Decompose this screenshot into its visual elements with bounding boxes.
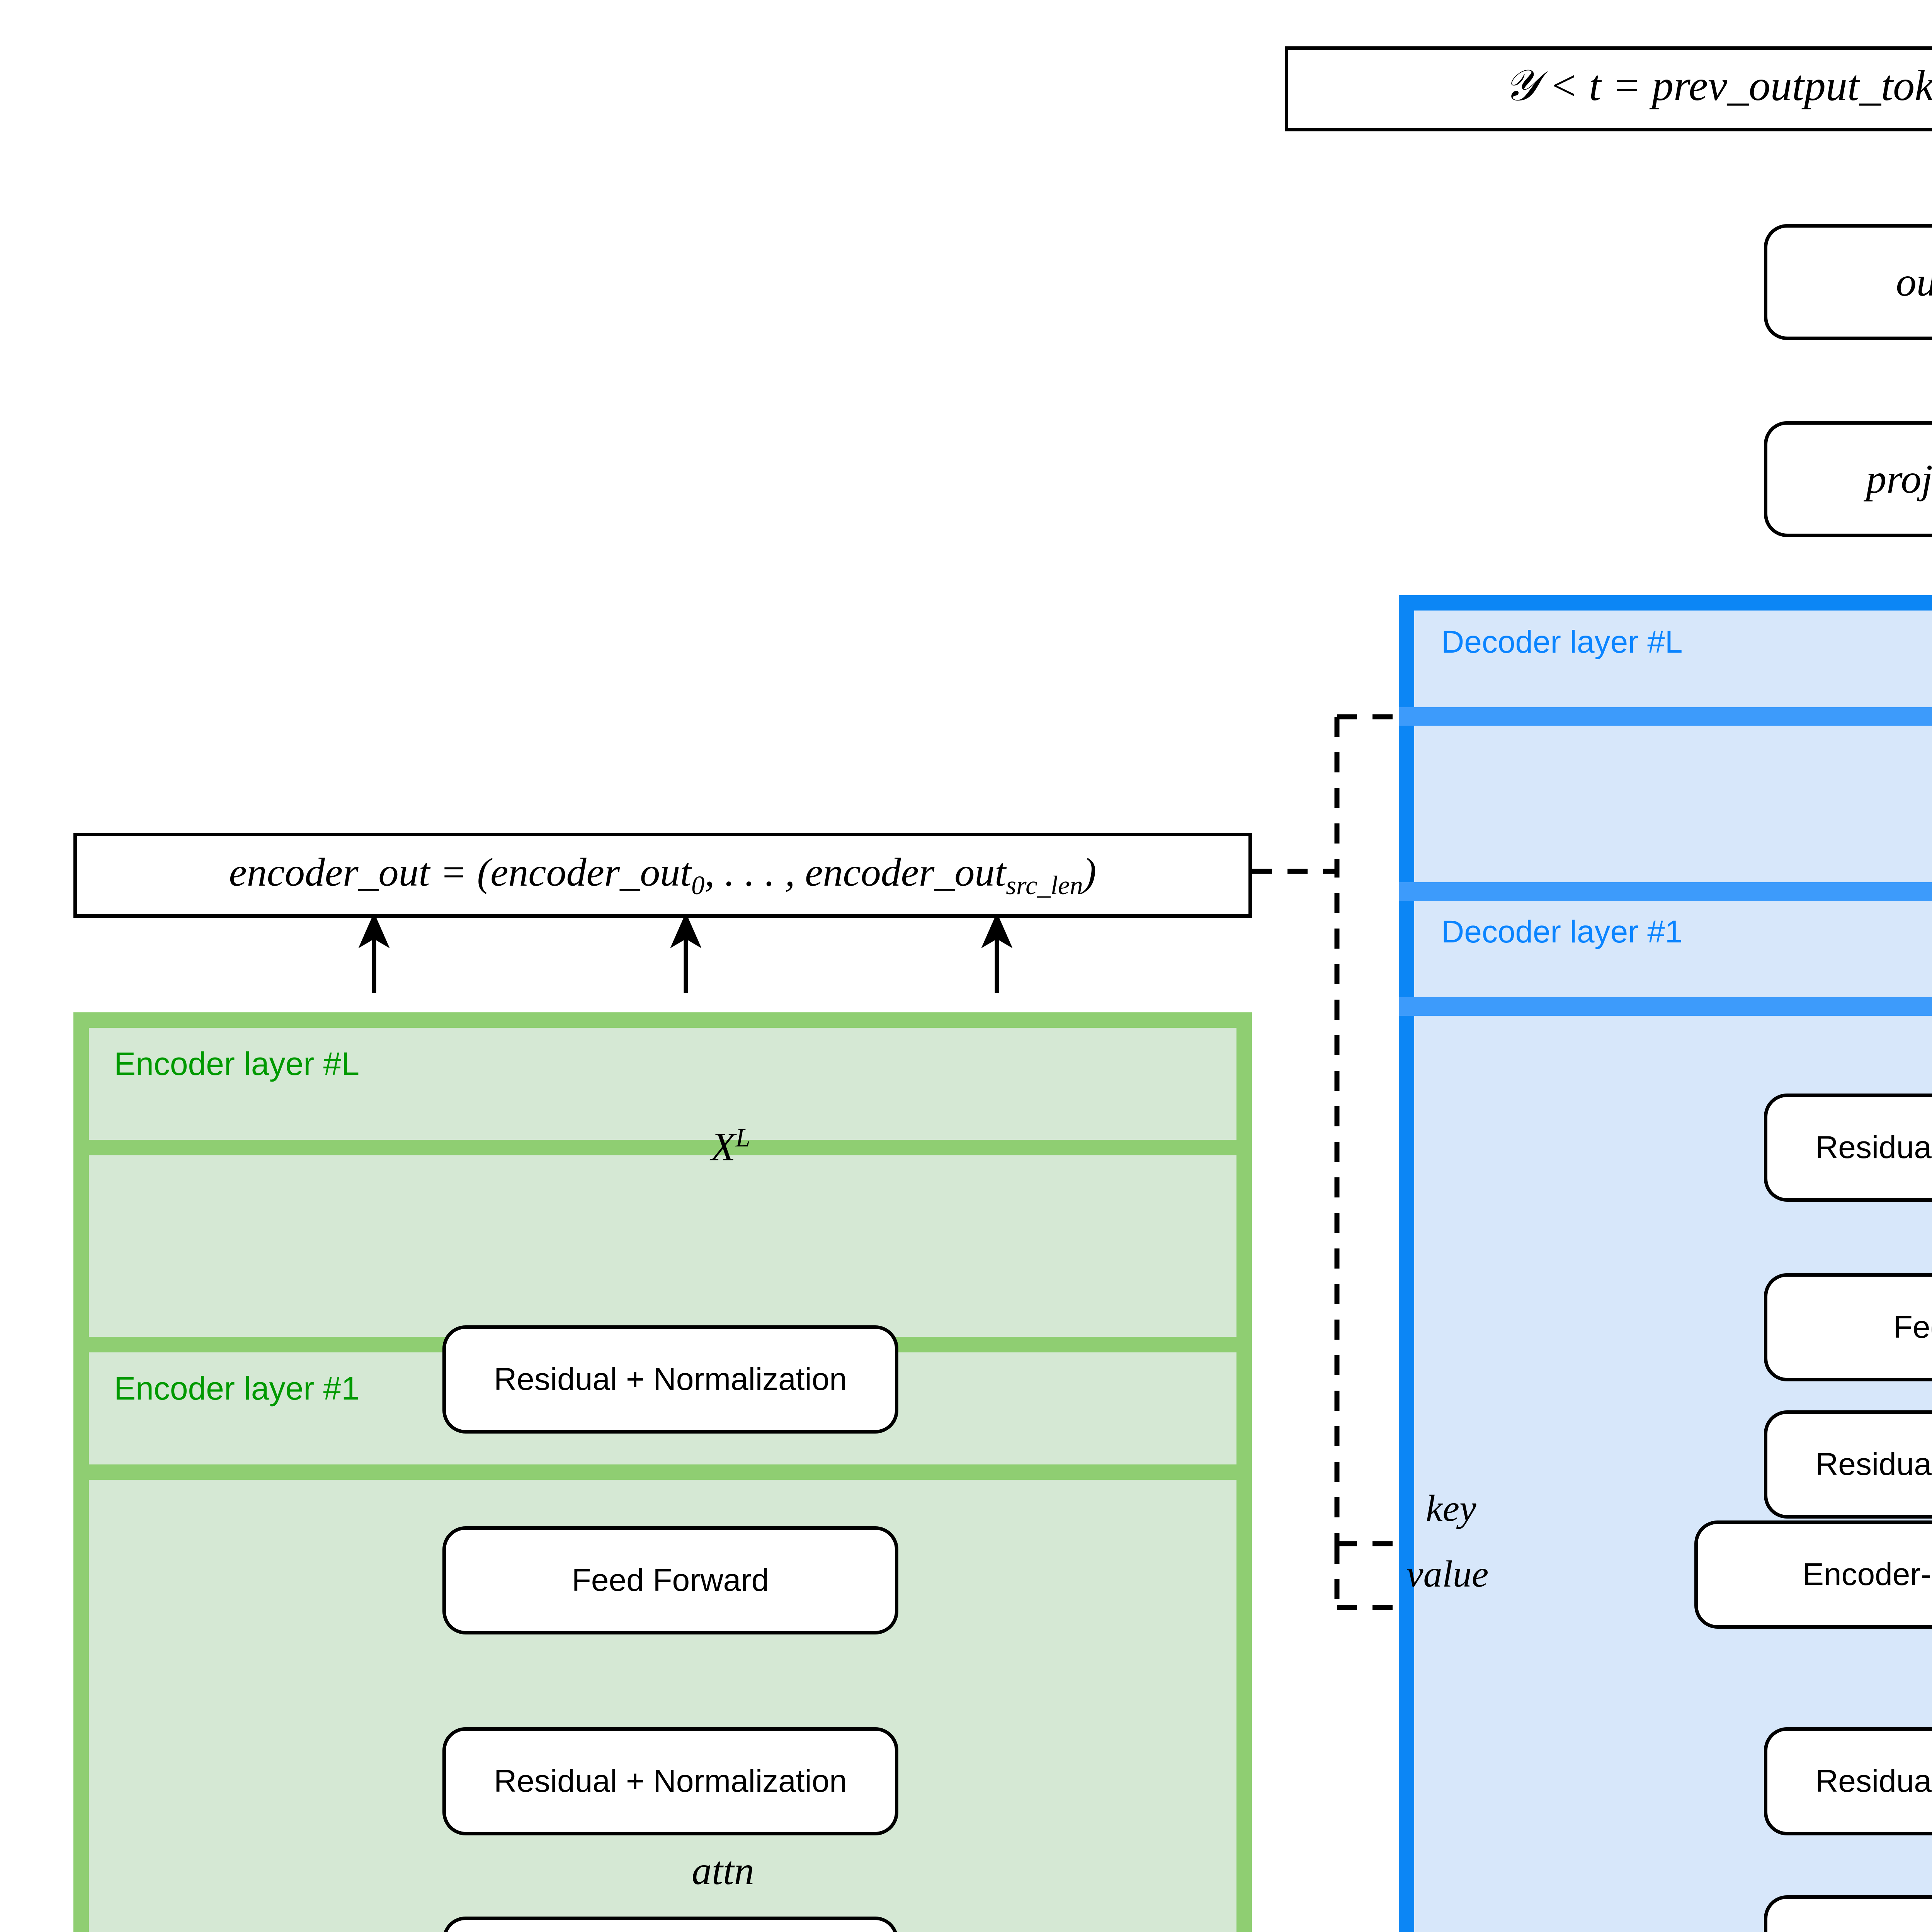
signal-x-upper-base: X — [711, 1124, 736, 1169]
encoder-out-mid: , . . . , encoder_out — [704, 850, 1006, 895]
encoder-out-box: encoder_out = (encoder_out0, . . . , enc… — [73, 833, 1252, 918]
decoder-residual-norm-1[interactable]: Residual + Normalization — [1764, 1727, 1932, 1835]
decoder-sep-3 — [1399, 997, 1932, 1016]
decoder-residual-norm-3-label: Residual + Normalization — [1815, 1129, 1932, 1165]
output-layer-label: output_layer — [1896, 259, 1932, 305]
decoder-residual-norm-2[interactable]: Residual + Normalization — [1764, 1410, 1932, 1519]
decoder-residual-norm-1-label: Residual + Normalization — [1815, 1763, 1932, 1799]
decoder-layer-middle-band — [1414, 726, 1932, 882]
encoder-feed-forward[interactable]: Feed Forward — [442, 1526, 898, 1634]
encoder-residual-norm-2[interactable]: Residual + Normalization — [442, 1325, 898, 1434]
decoder-feed-forward[interactable]: Feed Forward — [1764, 1273, 1932, 1381]
label-value: value — [1406, 1553, 1489, 1595]
encoder-feed-forward-label: Feed Forward — [571, 1562, 769, 1598]
decoder-sep-2 — [1399, 882, 1932, 901]
encoder-out-sub0: 0 — [691, 870, 705, 900]
encoder-out-rhs: ) — [1083, 850, 1097, 895]
decoder-stack — [1399, 595, 1932, 1932]
encoder-residual-norm-1[interactable]: Residual + Normalization — [442, 1727, 898, 1835]
signal-attn: attn — [692, 1849, 754, 1893]
signal-x-upper: XL — [711, 1124, 750, 1167]
decoder-encoder-decoder-attention-label: Encoder-Decoder Attention — [1803, 1556, 1932, 1592]
encoder-out-lhs: encoder_out = (encoder_out — [229, 850, 692, 895]
encoder-self-attention[interactable]: Self-Attention — [442, 1917, 898, 1932]
decoder-encoder-decoder-attention[interactable]: Encoder-Decoder Attention — [1694, 1520, 1932, 1629]
encoder-residual-norm-1-label: Residual + Normalization — [494, 1763, 847, 1799]
output-layer-box[interactable]: output_layer — [1764, 224, 1932, 340]
encoder-layer-L-label: Encoder layer #L — [114, 1046, 360, 1082]
encoder-residual-norm-2-label: Residual + Normalization — [494, 1361, 847, 1397]
signal-x-upper-sup: L — [735, 1123, 750, 1152]
encoder-layer-L-band — [89, 1028, 1236, 1140]
encoder-out-dashed-bus — [1252, 869, 1340, 1544]
project-out-dim-box[interactable]: project_out_dim — [1764, 421, 1932, 537]
decoder-sep-1 — [1399, 707, 1932, 726]
project-out-dim-label: project_out_dim — [1866, 456, 1932, 502]
encoder-layer-1-label: Encoder layer #1 — [114, 1370, 360, 1406]
decoder-layer-1-label: Decoder layer #1 — [1441, 914, 1683, 949]
decoder-layer-L-band — [1414, 611, 1932, 707]
encoder-to-encoderout-arrows — [358, 912, 1013, 993]
encoder-layer-middle-band — [89, 1155, 1236, 1337]
encoder-out-subn: src_len — [1006, 870, 1083, 900]
decoder-feed-forward-label: Feed Forward — [1893, 1309, 1932, 1345]
decoder-self-attention[interactable]: Self-Attention — [1764, 1895, 1932, 1932]
prev-output-tokens-lhs: 𝒴 < t = prev_output_tokens = (output — [1504, 61, 1932, 110]
decoder-residual-norm-3[interactable]: Residual + Normalization — [1764, 1094, 1932, 1202]
prev-output-tokens-box: 𝒴 < t = prev_output_tokens = (output0, .… — [1285, 46, 1932, 131]
label-key: key — [1426, 1488, 1476, 1529]
decoder-layer-1-band — [1414, 901, 1932, 997]
decoder-layer-L-label: Decoder layer #L — [1441, 624, 1683, 660]
decoder-residual-norm-2-label: Residual + Normalization — [1815, 1446, 1932, 1482]
